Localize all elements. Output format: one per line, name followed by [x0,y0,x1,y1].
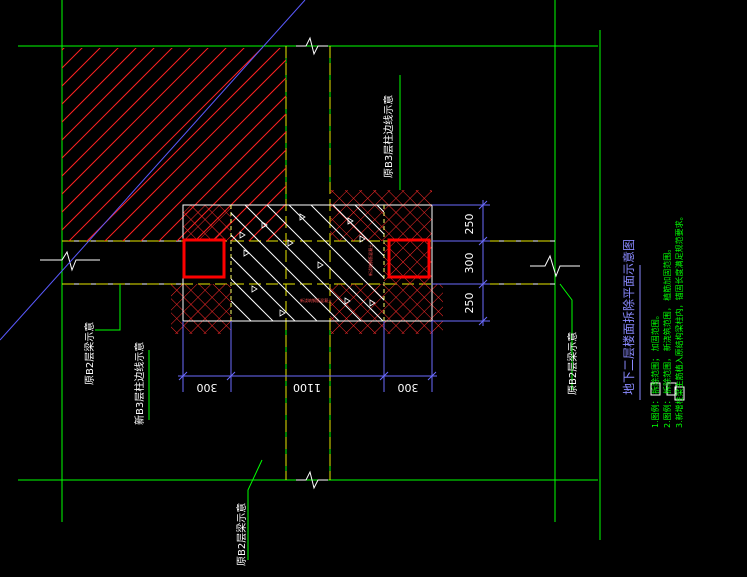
reinforcement-hatch [171,190,443,334]
note-3: 3.新增柱梁主筋植入原结构梁柱内，锚固长度满足规范要求。 [674,212,684,428]
dimension-right [432,200,490,326]
concrete-hatch-line [460,200,600,340]
label-b3-edge-top: 原B3层柱边线示意 [382,95,395,178]
hatch-line [62,48,209,195]
hatch-line [62,48,227,213]
concrete-hatch-line [20,200,160,340]
concrete-hatch-line [288,205,384,301]
concrete-hatch-line [526,200,666,340]
label-b2-edge-bottom: 原B2层梁示意 [235,503,248,566]
concrete-hatch-line [0,200,28,340]
hatch-line [230,185,286,241]
notes-legend [650,382,685,401]
concrete-hatch-line [680,200,747,340]
hatch-line [62,48,83,69]
concrete-hatch-line [482,200,622,340]
aggregate-mark [317,261,324,269]
hatch-line [0,0,76,400]
column-left [182,238,226,279]
concrete-hatch-line [0,200,138,340]
hatch-line [68,48,263,241]
center-label-a: 新浇筑钢筋混凝土 [367,244,373,276]
concrete-hatch-line [231,256,296,321]
section-diagonal [0,0,306,341]
concrete-hatch-line [0,200,6,340]
concrete-hatch-line [0,200,116,340]
grid-lines [18,0,601,540]
hatch-line [212,167,286,241]
concrete-hatch-line [244,205,362,321]
hatch-line [0,0,94,400]
aggregate-mark [299,213,306,221]
concrete-hatch-line [231,234,318,321]
hatch-line [158,113,286,241]
hatch-line [0,0,40,400]
hatch-line [62,48,137,123]
center-label-b: 新浇筑钢筋混凝土 [300,297,332,303]
aggregate-mark [369,299,376,307]
aggregate-mark [287,239,294,247]
aggregate-mark [239,231,246,239]
dim-right-1: 250 [463,214,476,235]
dim-bottom-1: 300 [197,381,218,394]
hatch-line [266,221,286,241]
dim-bottom-2: 1100 [293,381,321,394]
aggregate-mark [279,309,286,317]
drawing-title: 地下二层楼面拆除平面示意图 [621,239,636,395]
label-b2-edge-left: 原B2层梁示意 [83,322,96,385]
concrete-hatch-line [0,200,50,340]
hatch-line [62,48,155,141]
concrete-hatch-line [231,278,274,321]
break-marks [40,36,580,490]
concrete-hatch-line [231,212,340,321]
hatch-line [0,0,58,400]
aggregate-mark [347,217,354,225]
concrete-hatch-line [438,200,578,340]
hatch-line [62,48,191,177]
concrete-hatch-line [332,205,384,257]
hatch-line [176,131,286,241]
hatch-line [284,239,286,241]
aggregate-mark [251,285,258,293]
hatch-line [62,48,173,159]
hatch-line [194,149,286,241]
dim-bottom-3: 300 [398,381,419,394]
aggregate-mark [243,249,250,257]
concrete-hatch-line [592,200,732,340]
hatch-line [122,77,286,241]
concrete-hatch-line [0,200,72,340]
concrete-hatch-line [231,300,252,321]
hatch-line [104,59,286,241]
aggregate-mark [359,235,366,243]
dimension-bottom [178,321,437,392]
dim-right-3: 250 [463,293,476,314]
new-concrete-hatch [0,200,747,340]
dim-right-2: 300 [463,253,476,274]
concrete-hatch-line [354,205,384,235]
label-b3-edge-bottom: 新B3层柱边线示意 [133,342,146,425]
beam-edges [62,240,555,285]
label-b2-edge-right: 原B2层梁示意 [566,332,579,395]
note-1: 1.图例： 拆除范围； 加固范围。 [650,311,660,428]
concrete-hatch-line [266,205,384,321]
aggregate-mark [344,297,351,305]
hatch-existing-area [0,0,652,400]
concrete-hatch-line [0,200,94,340]
hatch-line [252,0,652,400]
hatch-line [140,95,286,241]
hatch-line [62,48,245,231]
hatch-line [62,48,119,105]
concrete-hatch-line [310,205,384,279]
column-right [387,238,431,279]
hatch-line [62,48,101,87]
aggregate-mark [261,221,268,229]
note-2: 2.图例： 拆除范围， 新浇筑范围， 植筋加固范围。 [662,245,672,428]
leader-lines [95,75,573,560]
hatch-line [86,48,281,241]
